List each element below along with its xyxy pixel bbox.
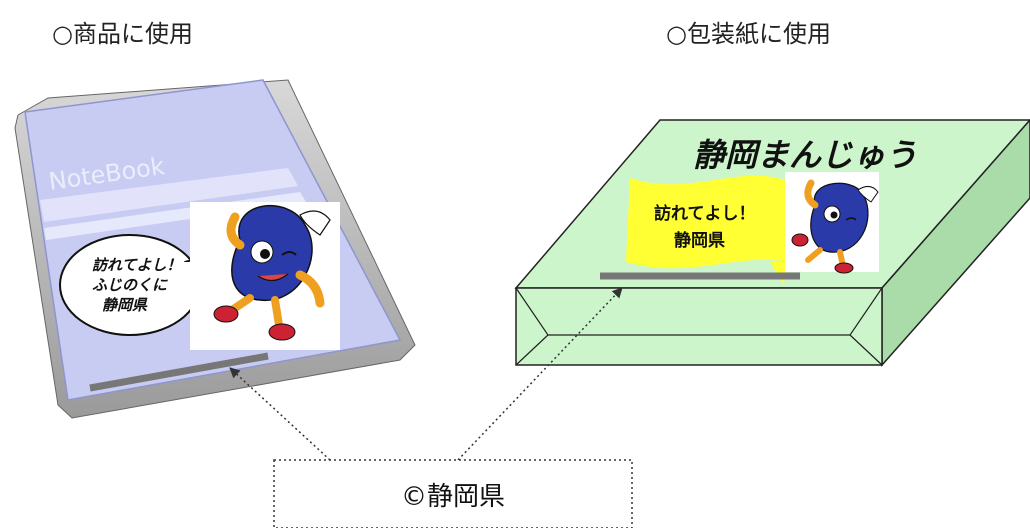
notebook-illustration: NoteBook 訪れてよし！ ふじのくに 静岡県 [14,79,416,419]
mascot-on-notebook [190,202,340,350]
package-flag [626,175,790,269]
package-flag-line-2: 静岡県 [674,230,725,251]
package-title: 静岡まんじゅう [693,136,917,174]
heading-wrapping-use: ○包装紙に使用 [666,20,831,48]
copyright-callout: ©静岡県 [229,287,633,528]
speech-bubble-line-2: ふじのくに [92,276,168,294]
speech-bubble: 訪れてよし！ ふじのくに 静岡県 [59,234,223,336]
callout-arrow-notebook [229,367,331,461]
heading-product-use: ○商品に使用 [52,20,193,48]
package-front-face [515,287,883,366]
copyright-box [273,459,633,528]
mascot-on-package [785,172,879,274]
speech-bubble-line-3: 静岡県 [102,296,148,314]
speech-bubble-line-1: 訪れてよし！ [92,256,182,274]
copyright-bar-notebook [89,352,269,392]
copyright-label: ©静岡県 [401,482,505,512]
notebook-cover-band-top [40,168,298,222]
package-flag-line-1: 訪れてよし！ [654,203,756,224]
package-illustration: 静岡まんじゅう 訪れてよし！ 静岡県 [514,118,1030,367]
